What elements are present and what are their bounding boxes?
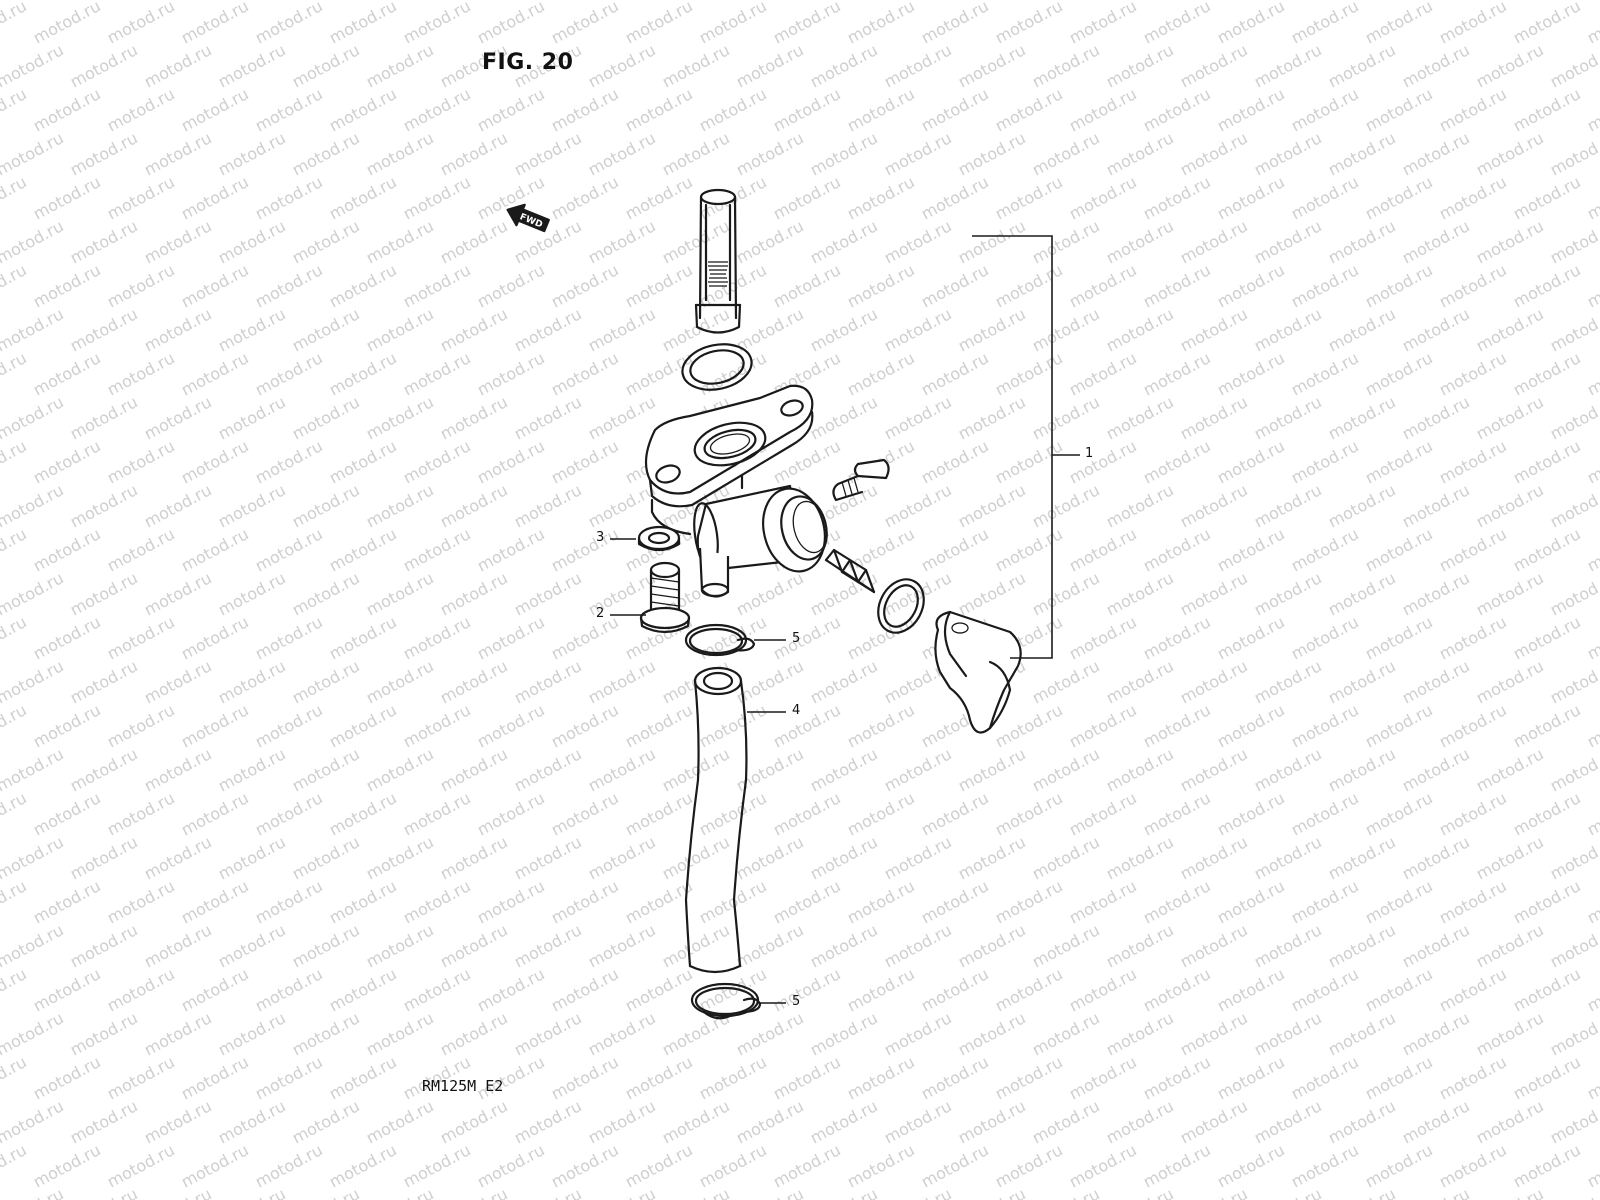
lever-spring: [824, 548, 876, 594]
o-ring-lever: [877, 578, 925, 634]
fwd-label: FWD: [518, 212, 544, 230]
callout-1: 1: [1085, 446, 1094, 461]
leader-lines: [610, 235, 1080, 1004]
fuel-strainer: [694, 188, 742, 334]
o-ring-upper: [681, 343, 753, 391]
fuel-hose: [684, 666, 748, 974]
fuel-lever: [934, 610, 1022, 734]
callout-2: 2: [596, 606, 605, 621]
callout-3: 3: [596, 530, 605, 545]
forward-arrow-icon: FWD: [506, 203, 550, 233]
callout-5-upper: 5: [792, 631, 801, 646]
lever-screw: [832, 458, 890, 502]
banjo-bolt: [639, 561, 691, 634]
callout-5-lower: 5: [792, 994, 801, 1009]
hose-clamp-lower: [690, 982, 762, 1020]
fuel-cock-body: [644, 384, 828, 598]
model-code: RM125M E2: [422, 1077, 504, 1095]
callout-4: 4: [792, 703, 801, 718]
washer: [637, 525, 681, 552]
hose-clamp-upper: [684, 623, 756, 657]
figure-title: FIG. 20: [482, 50, 574, 75]
